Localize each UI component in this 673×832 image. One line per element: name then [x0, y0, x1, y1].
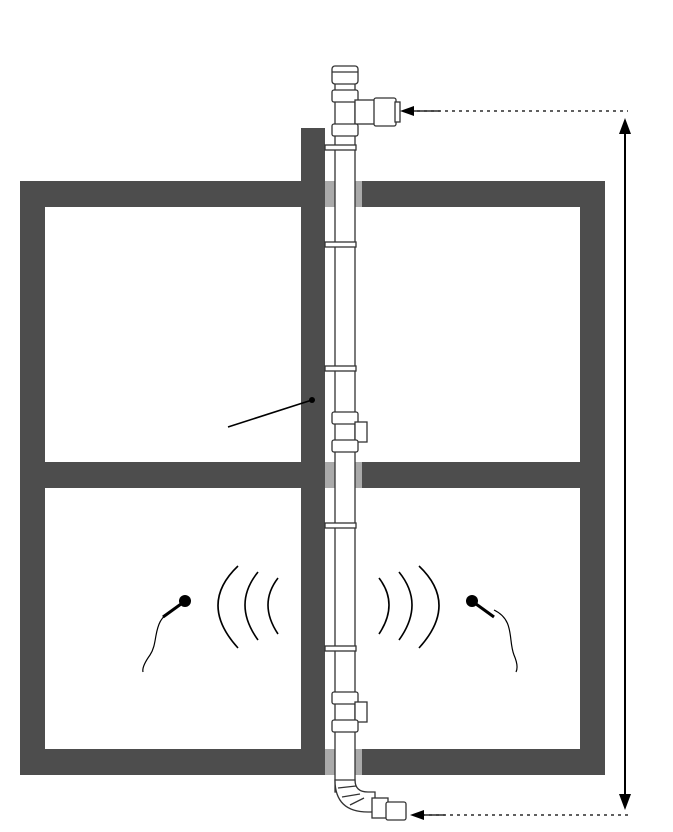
pipe-body [334, 71, 356, 793]
roof-slab-left [20, 181, 325, 207]
left-mic-cable [142, 607, 177, 673]
central-wall [301, 128, 325, 775]
pipe-top-socket [331, 65, 359, 85]
pipe-clamps [324, 144, 357, 652]
bottom-arrowhead [410, 810, 424, 820]
mid-tee-upper [331, 411, 359, 425]
height-arrow-up [619, 118, 631, 134]
pipe-socket-lower-tee [331, 123, 359, 137]
pipe-bottom-bend [334, 779, 407, 821]
right-sound-source [378, 565, 518, 673]
floor-slab-right [362, 462, 605, 488]
sound-wave-icon [217, 565, 279, 649]
floor-slab-left [20, 462, 325, 488]
clamp [324, 645, 357, 652]
bend-outlet-socket [385, 801, 407, 821]
top-arrowhead [400, 106, 414, 116]
mid-branch-upper [354, 421, 368, 443]
clamp [324, 241, 357, 248]
right-mic-cable [493, 609, 518, 673]
microphone-icon [179, 595, 191, 607]
left-mic-handle [162, 602, 182, 619]
mid-tee-lower-lower [331, 719, 359, 733]
vent-branch-socket [373, 97, 397, 127]
right-mic-handle [475, 602, 495, 619]
left-sound-source [142, 565, 279, 673]
ground-slab-right [362, 749, 605, 775]
mid-tee-lower [331, 691, 359, 705]
leader-dot [309, 397, 315, 403]
ground-slab-left [20, 749, 325, 775]
microphone-icon [466, 595, 478, 607]
mid-tee-upper-lower [331, 439, 359, 453]
clamp [324, 365, 357, 372]
roof-slab-right [362, 181, 605, 207]
height-dimension [619, 118, 631, 810]
wall-leader [227, 397, 315, 428]
sound-wave-icon [378, 565, 440, 649]
clamp [324, 522, 357, 529]
clamp [324, 144, 357, 151]
building-walls [20, 128, 605, 775]
leader-line [227, 399, 313, 428]
vent-branch-cap [394, 101, 401, 123]
height-arrow-down [619, 794, 631, 810]
mid-branch-lower [354, 701, 368, 723]
pipe-socket-upper [331, 89, 359, 103]
vent-branch-tee [354, 99, 376, 125]
bend-elbow [334, 779, 376, 813]
soil-stack-pipe [331, 65, 401, 793]
